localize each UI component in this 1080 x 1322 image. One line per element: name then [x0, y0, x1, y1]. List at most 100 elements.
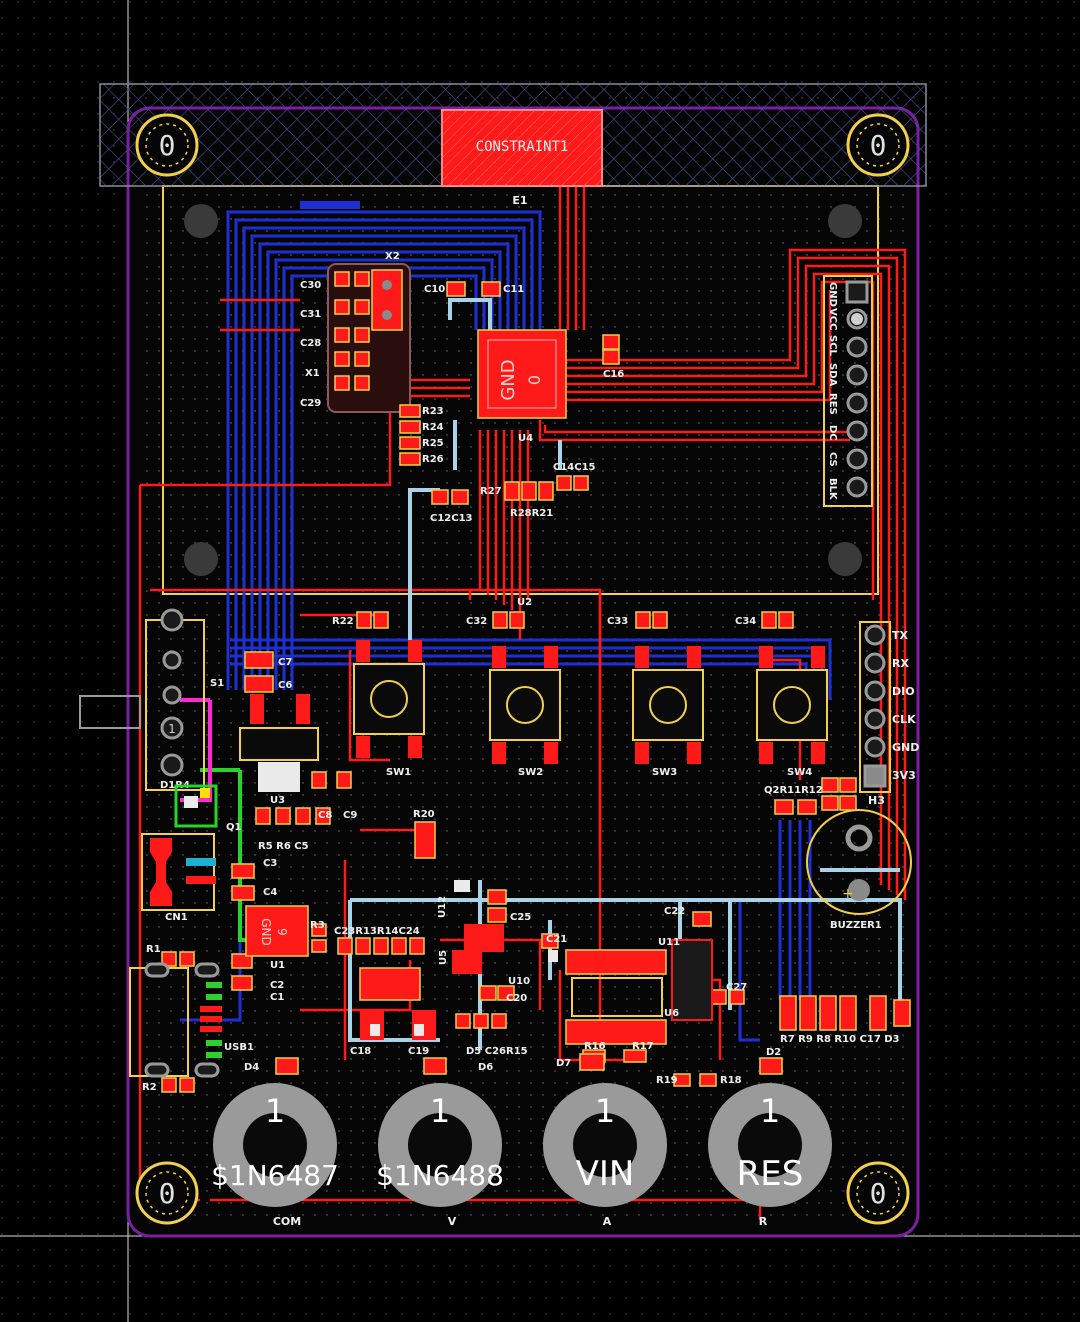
designator-c6: C6 [278, 680, 292, 691]
u1-net-label: GND [259, 918, 273, 946]
designator-d5row: D5 C26R15 [466, 1046, 528, 1057]
switch-sw4[interactable] [756, 646, 828, 764]
designator-c16: C16 [603, 369, 624, 380]
power-ics[interactable] [359, 880, 713, 1045]
designator-c12c13: C12C13 [430, 513, 473, 524]
designator-d4: D4 [244, 1062, 259, 1073]
designator-u1: U1 [270, 960, 285, 971]
mount-hole-top-left[interactable]: 0 [135, 113, 199, 177]
mount-hole-top-right[interactable]: 0 [846, 113, 910, 177]
designator-c4: C4 [263, 887, 277, 898]
designator-c29: C29 [300, 398, 321, 409]
designator-r16: R16 [584, 1041, 606, 1052]
designator-c20: C20 [506, 993, 527, 1004]
terminal-a[interactable]: 1 VIN A [543, 1083, 667, 1228]
switch-label-sw1: SW1 [386, 767, 411, 778]
usb-connector-usb1[interactable] [129, 962, 222, 1078]
designator-r2: R2 [142, 1082, 157, 1093]
lcd-pin-gnd: GND [827, 282, 838, 307]
mount-hole-label: 0 [870, 129, 887, 162]
h3-pin-tx: TX [892, 629, 909, 642]
designator-c31: C31 [300, 309, 321, 320]
designator-c32: C32 [466, 616, 487, 627]
keepout-region: CONSTRAINT1 [99, 83, 927, 187]
debug-header-h3[interactable] [859, 621, 891, 793]
designator-cn1: CN1 [165, 912, 188, 923]
designator-r26: R26 [422, 454, 444, 465]
terminal-com[interactable]: 1 $1N6487 COM [211, 1083, 339, 1228]
designator-c23row: C23R13R14C24 [334, 926, 420, 937]
designator-u3: U3 [270, 795, 285, 806]
h3-designator: H3 [868, 794, 885, 807]
designator-u2: U2 [517, 597, 532, 608]
designator-bottom-row: R7 R9 R8 R10 C17 D3 [780, 1034, 900, 1045]
terminal-net: VIN [576, 1154, 635, 1194]
passives-u4[interactable] [399, 281, 620, 505]
designator-u6: U6 [664, 1008, 679, 1019]
designator-c14c15: C14C15 [553, 462, 596, 473]
mount-hole-bottom-left[interactable]: 0 [135, 1161, 199, 1225]
terminal-r[interactable]: 1 RES R [708, 1083, 832, 1228]
h3-pin-dio: DIO [892, 685, 915, 698]
constraint-label: CONSTRAINT1 [476, 139, 569, 155]
analog-passives[interactable] [275, 889, 783, 1087]
designator-c25: C25 [510, 912, 531, 923]
designator-x1: X1 [305, 368, 320, 379]
switch-sw1[interactable] [353, 640, 425, 758]
designator-c8: C8 [318, 810, 332, 821]
crystal-block[interactable] [327, 263, 411, 413]
designator-r1: R1 [146, 944, 161, 955]
slide-switch-s1[interactable]: 1 S1 [79, 608, 224, 791]
regulator-u3[interactable] [239, 651, 319, 792]
designator-r20: R20 [413, 809, 435, 820]
designator-r17: R17 [632, 1041, 654, 1052]
mount-hole-bottom-right[interactable]: 0 [846, 1161, 910, 1225]
h3-pin-gnd: GND [892, 741, 919, 754]
designator-c19: C19 [408, 1046, 429, 1057]
designator-d2: D2 [766, 1047, 781, 1058]
switch-label-sw2: SW2 [518, 767, 543, 778]
display-mount-holes [184, 204, 862, 576]
designator-q1: Q1 [226, 822, 242, 833]
terminal-pin: 1 [265, 1092, 285, 1130]
connector-cn1[interactable] [141, 833, 216, 911]
bottom-passive-row[interactable] [779, 995, 911, 1031]
designator-r25: R25 [422, 438, 444, 449]
designator-c33: C33 [607, 616, 628, 627]
designator-c27: C27 [726, 982, 747, 993]
switch-sw3[interactable] [632, 646, 704, 764]
designator-r19: R19 [656, 1075, 678, 1086]
buzzer-driver[interactable] [774, 777, 857, 815]
terminal-label: COM [273, 1215, 301, 1228]
usb-chip-u1[interactable]: GND 9 [245, 905, 309, 957]
designator-c9: C9 [343, 810, 357, 821]
switch-sw2[interactable] [489, 646, 561, 764]
designator-d7: D7 [556, 1058, 571, 1069]
designator-c18: C18 [350, 1046, 371, 1057]
designator-c11: C11 [503, 284, 524, 295]
terminal-label: R [759, 1215, 768, 1228]
designator-buzzer: BUZZER1 [830, 920, 882, 931]
lcd-pin-sda: SDA [827, 363, 838, 387]
designator-c34: C34 [735, 616, 756, 627]
designator-s1: S1 [210, 678, 224, 689]
terminal-v[interactable]: 1 $1N6488 V [376, 1083, 504, 1228]
u4-mcu[interactable]: GND 0 [477, 329, 567, 419]
designator-c21: C21 [546, 934, 567, 945]
designator-d6: D6 [478, 1062, 493, 1073]
designator-u4: U4 [518, 433, 533, 444]
u4-net-label: GND [498, 359, 519, 400]
switch-caps[interactable] [356, 611, 794, 629]
designator-r23: R23 [422, 406, 444, 417]
designator-usb1: USB1 [224, 1042, 254, 1053]
lcd-header[interactable] [823, 275, 873, 507]
mount-hole-label: 0 [870, 1177, 887, 1210]
led-d1[interactable] [174, 784, 218, 828]
buzzer[interactable]: + [806, 809, 912, 915]
power-passives[interactable] [161, 771, 436, 1093]
designator-x2: X2 [385, 251, 400, 262]
designator-u5: U5 [438, 950, 449, 965]
lcd-pin-cs: CS [827, 452, 838, 467]
h3-pin-clk: CLK [892, 713, 916, 726]
